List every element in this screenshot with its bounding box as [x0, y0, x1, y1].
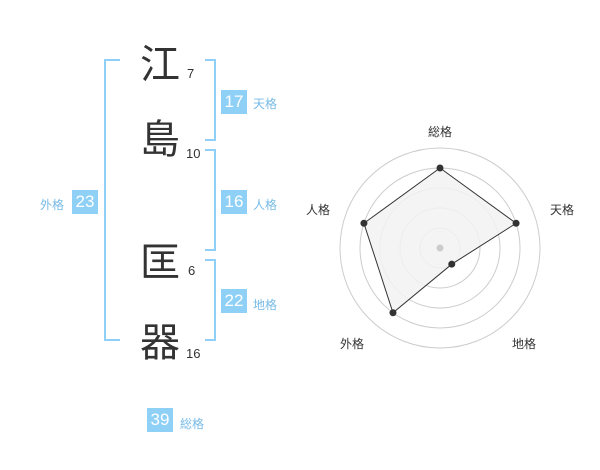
radar-grid-circle	[339, 147, 541, 349]
radar-point-2	[448, 260, 456, 268]
kanji-4: 器	[140, 320, 180, 366]
radar-center-dot	[436, 244, 444, 252]
stroke-count-4: 16	[186, 346, 201, 361]
radar-point-0	[436, 164, 444, 172]
kanji-1: 江	[140, 42, 180, 88]
jinkaku-badge: 16	[221, 190, 247, 214]
gaikaku-badge: 23	[72, 190, 98, 214]
chikaku-badge: 22	[221, 289, 247, 313]
gaikaku-bracket	[104, 59, 120, 341]
soukaku-badge: 39	[147, 408, 173, 432]
stroke-count-3: 6	[188, 263, 196, 278]
jinkaku-bracket	[205, 149, 216, 251]
tenkaku-bracket	[205, 59, 216, 141]
radar-axis-label-chikaku: 地格	[512, 337, 537, 351]
radar-axis-label-tenkaku: 天格	[550, 203, 575, 217]
radar-point-3	[389, 309, 397, 317]
kanji-2: 島	[140, 117, 180, 163]
stroke-count-2: 10	[186, 146, 201, 161]
radar-point-1	[512, 219, 520, 227]
kanji-3: 匡	[140, 240, 180, 286]
stroke-count-1: 7	[187, 66, 195, 81]
gaikaku-label: 外格	[40, 198, 65, 212]
radar-axis-label-jinkaku: 人格	[306, 203, 331, 217]
radar-data-polygon	[363, 167, 517, 314]
radar-axis-label-soukaku: 総格	[428, 125, 453, 139]
tenkaku-label: 天格	[253, 97, 278, 111]
chikaku-bracket	[205, 259, 216, 341]
soukaku-label: 総格	[180, 417, 205, 431]
radar-axis-label-gaikaku: 外格	[340, 337, 365, 351]
radar-point-4	[360, 219, 368, 227]
tenkaku-badge: 17	[221, 90, 247, 114]
chikaku-label: 地格	[253, 298, 278, 312]
jinkaku-label: 人格	[253, 198, 278, 212]
